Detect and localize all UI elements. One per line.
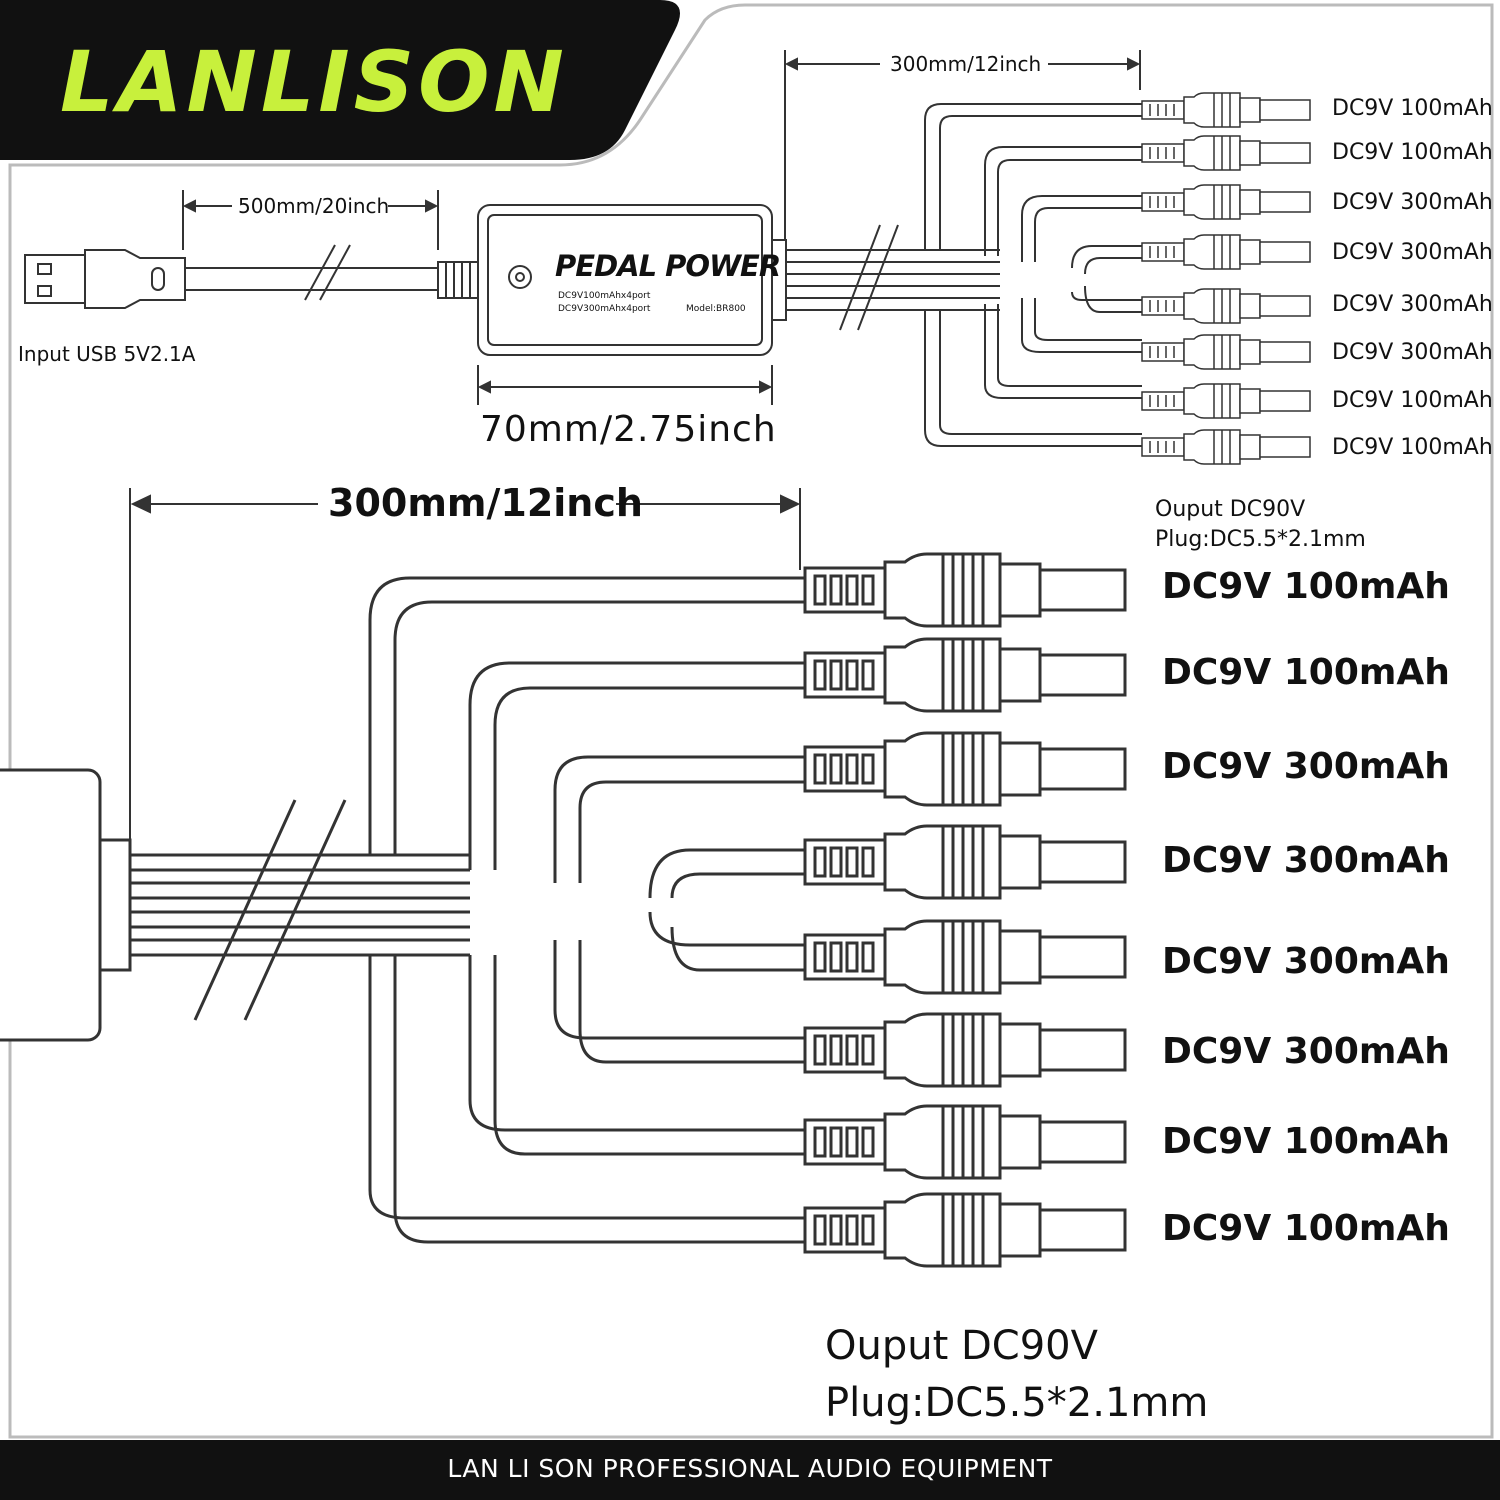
bottom-port-label: DC9V 300mAh — [1162, 941, 1450, 982]
top-port-label: DC9V 100mAh — [1332, 96, 1493, 121]
top-port-label: DC9V 100mAh — [1332, 435, 1493, 460]
header-background — [0, 0, 680, 160]
bottom-cable-branches — [368, 576, 805, 1244]
bottom-port-label: DC9V 100mAh — [1162, 1121, 1450, 1162]
top-connectors — [1141, 92, 1311, 465]
bottom-cable-bundle — [130, 799, 470, 1021]
box-model: Model:BR800 — [686, 304, 746, 314]
bottom-port-label: DC9V 100mAh — [1162, 652, 1450, 693]
small-plug-note: Plug:DC5.5*2.1mm — [1155, 527, 1366, 552]
box-spec-line-1: DC9V100mAhx4port — [558, 291, 651, 301]
top-cable-bundle — [786, 224, 1000, 331]
box-width-dimension — [477, 365, 773, 405]
usb-plug — [24, 249, 186, 309]
top-port-label: DC9V 300mAh — [1332, 292, 1493, 317]
bottom-length-label: 300mm/12inch — [328, 481, 643, 525]
usb-cable-length-label: 500mm/20inch — [238, 194, 390, 218]
pedal-power-box — [477, 204, 787, 356]
gear-icon — [508, 265, 532, 289]
usb-cable — [185, 244, 438, 301]
footer-bar — [0, 1440, 1500, 1500]
bottom-port-label: DC9V 300mAh — [1162, 746, 1450, 787]
top-port-label: DC9V 100mAh — [1332, 388, 1493, 413]
output-length-dimension-top — [784, 50, 1141, 240]
output-voltage-label: Ouput DC90V — [825, 1323, 1098, 1369]
footer-text: LAN LI SON PROFESSIONAL AUDIO EQUIPMENT — [447, 1454, 1053, 1483]
top-port-label: DC9V 300mAh — [1332, 240, 1493, 265]
box-spec-line-2: DC9V300mAhx4port — [558, 304, 651, 314]
top-port-label: DC9V 300mAh — [1332, 190, 1493, 215]
usb-strain-relief — [437, 261, 481, 299]
bottom-connectors — [803, 552, 1127, 1268]
top-output-length-label: 300mm/12inch — [890, 52, 1042, 76]
small-output-note: Ouput DC90V — [1155, 497, 1306, 522]
bottom-port-label: DC9V 300mAh — [1162, 1031, 1450, 1072]
bottom-port-label: DC9V 100mAh — [1162, 1208, 1450, 1249]
input-label: Input USB 5V2.1A — [18, 342, 196, 366]
box-width-label: 70mm/2.75inch — [480, 409, 777, 450]
top-cable-branches — [924, 103, 1142, 447]
usb-length-dimension — [182, 190, 439, 250]
top-port-label: DC9V 300mAh — [1332, 340, 1493, 365]
bottom-box-edge — [0, 768, 132, 1042]
brand-logo: LANLISON — [60, 33, 568, 131]
bottom-length-dimension — [129, 488, 801, 840]
plug-size-label: Plug:DC5.5*2.1mm — [825, 1380, 1209, 1426]
top-port-label: DC9V 100mAh — [1332, 140, 1493, 165]
frame-outline — [8, 3, 1494, 1439]
bottom-port-label: DC9V 100mAh — [1162, 566, 1450, 607]
box-title: PEDAL POWER — [555, 249, 781, 283]
bottom-port-label: DC9V 300mAh — [1162, 840, 1450, 881]
